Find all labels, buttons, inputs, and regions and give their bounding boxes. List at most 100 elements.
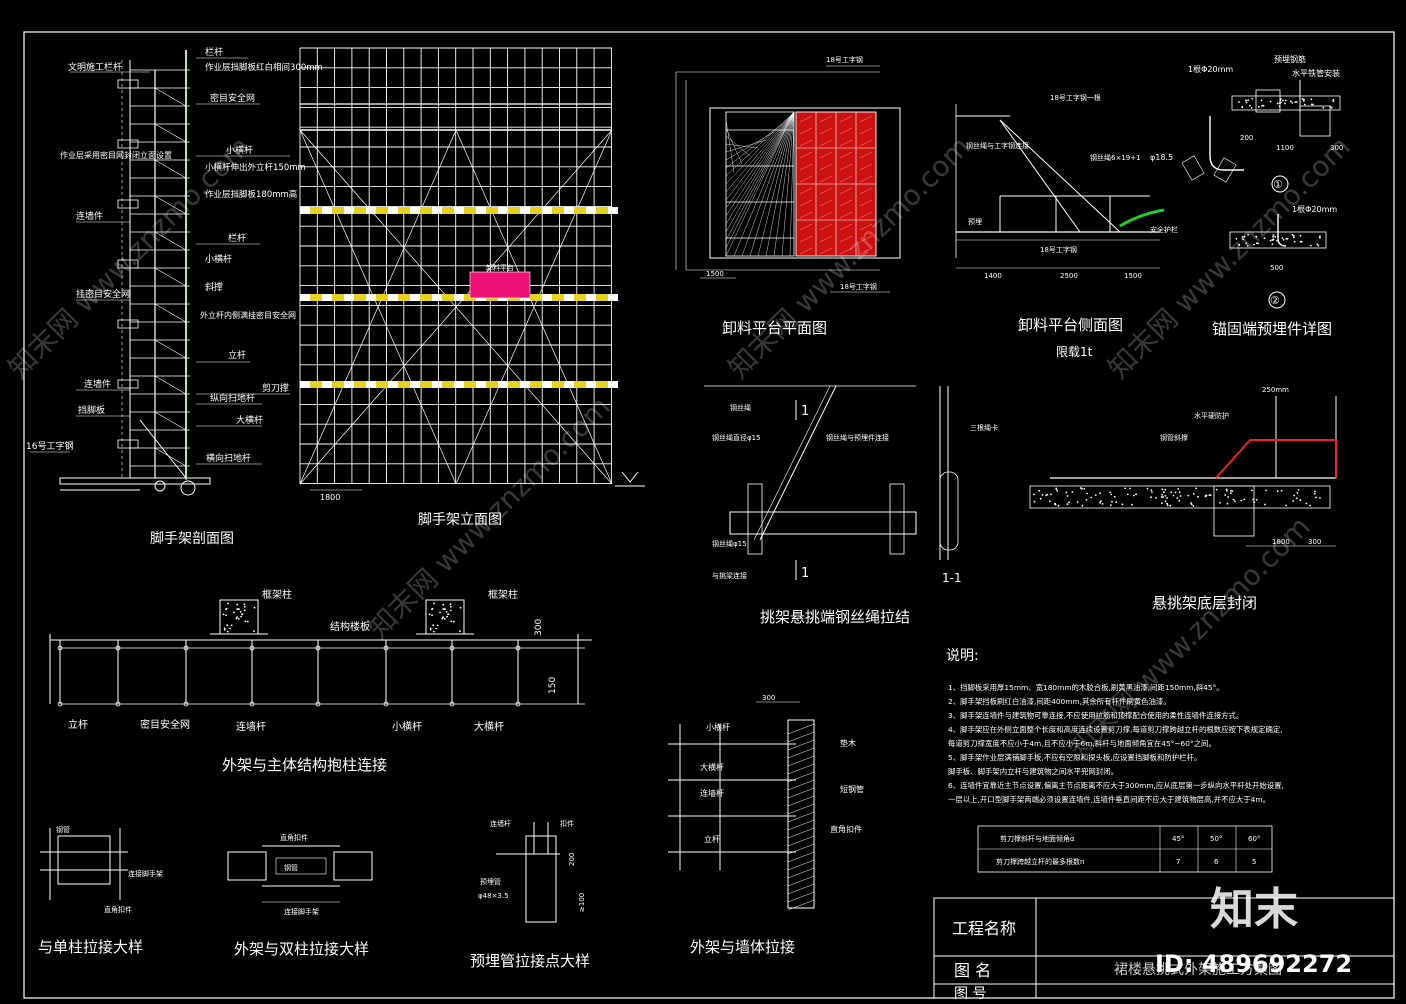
side-label-6: 预埋 (968, 217, 982, 226)
title-anchor: 锚固端预埋件详图 (1212, 320, 1332, 338)
side-label-5: 安全护栏 (1150, 225, 1178, 234)
notes-line: 1、挡脚板采用厚15mm、宽180mm的木胶合板,刷黄黑油漆,间距150mm,斜… (948, 683, 1224, 692)
notes-heading: 说明: (946, 648, 979, 664)
title-double-column: 外架与双柱拉接大样 (234, 940, 369, 958)
title-block-drawing-label: 图 名 (954, 961, 991, 980)
plan-dim-1500: 1500 (706, 270, 724, 278)
label-sweep-bar: 横向扫地杆 (206, 452, 251, 464)
plan-label-top: 18号工字钢 (826, 55, 863, 64)
watermark-4: 知末网 www.znzmo.com (1102, 130, 1357, 385)
notes-table-r1c4: 60° (1248, 835, 1260, 843)
notes-line: 4、脚手架应在外侧立面整个长度和高度连续设置剪刀撑,每道剪刀撑跨越立杆的根数应按… (948, 725, 1283, 734)
notes-line: 2、脚手架挡板刷红白油漆,间距400mm,其余所有杆件刷黄色油漆。 (948, 697, 1171, 706)
title-wall-tie: 外架与墙体拉接 (690, 938, 795, 956)
notes-line: 3、脚手架连墙件与建筑物可靠连接,不应使用拉筋和顶撑配合使用的柔性连墙件连接方式… (948, 711, 1243, 720)
label-handrail-top: 文明施工栏杆 (68, 61, 122, 73)
watermark-brand: 知末 (1210, 884, 1298, 935)
notes-table-r2c4: 5 (1252, 858, 1256, 866)
wire-a2: 钢丝绳直径φ15 (712, 433, 761, 442)
single-c2: 连接脚手架 (128, 869, 163, 878)
side-dim-1: 1400 (984, 272, 1002, 280)
embedded-e5: 200 (568, 853, 576, 866)
embedded-pipe-detail: 连墙杆 扣件 预埋管 φ48×3.5 200 ≥100 预埋管拉接点大样 (470, 819, 590, 970)
label-railing: 栏杆 (205, 46, 223, 58)
wire-a5: 与挑梁连接 (712, 571, 747, 580)
scaffold-section (59, 50, 211, 496)
seal-d1: 1800 (1272, 538, 1290, 546)
col-label-col2: 框架柱 (488, 588, 518, 601)
label-small-bar2: 小横杆 (205, 253, 232, 265)
anchor-d1: 200 (1240, 134, 1253, 142)
title-wire-tie: 挑架悬挑端钢丝绳拉结 (760, 608, 910, 626)
notes-table-r2c3: 6 (1214, 858, 1219, 866)
single-c3: 直角扣件 (104, 905, 132, 914)
notes-block: 说明: 1、挡脚板采用厚15mm、宽180mm的木胶合板,刷黄黑油漆,间距150… (946, 648, 1284, 873)
label-red-white: 作业层挡脚板红白相间300mm (205, 62, 323, 73)
label-work-net: 作业层采用密目网封闭立面设置 (60, 150, 172, 160)
anchor-hook1: 1根Φ20mm (1188, 64, 1233, 74)
column-tie-detail: 框架柱 框架柱 结构楼板 300 150 立杆 密目安全网 连墙杆 小横杆 大横… (49, 588, 592, 774)
label-long-bar: 纵向扫地杆 (210, 392, 255, 404)
label-big-bar: 大横杆 (236, 414, 263, 426)
col-label-upright: 立杆 (68, 718, 88, 731)
label-small-bar: 小横杆 (226, 144, 253, 156)
bottom-seal-detail: 250mm 水平硬防护 钢管斜撑 1800 300 悬挑架底层封闭 (1029, 386, 1337, 612)
anchor-d2: 1100 (1276, 144, 1294, 152)
double-c3: 连接脚手架 (284, 907, 319, 916)
title-block-drawing-name: 裙楼悬挑式外架施工方案图 (1114, 961, 1282, 978)
notes-table-r1c1: 剪刀撑斜杆与地面倾角α (1000, 834, 1075, 843)
wall-w6: 短钢管 (840, 784, 864, 794)
elevation-platform (469, 271, 531, 299)
platform-load-limit: 限载1t (1056, 345, 1093, 359)
label-small-bar-note: 小横杆伸出外立杆150mm (205, 162, 306, 173)
notes-table-r1c3: 50° (1210, 835, 1222, 843)
section-annotations: 文明施工栏杆 栏杆 作业层挡脚板红白相间300mm 密目安全网 小横杆 小横杆伸… (26, 46, 323, 547)
double-column-detail: 直角扣件 钢管 连接脚手架 外架与双柱拉接大样 (227, 833, 373, 958)
label-railing2: 栏杆 (228, 232, 246, 244)
side-dim-3: 1500 (1124, 272, 1142, 280)
embedded-e3: 预埋管 (480, 877, 501, 886)
title-platform-side: 卸料平台侧面图 (1018, 316, 1123, 334)
title-block-project-label: 工程名称 (952, 919, 1016, 938)
title-embedded-pipe: 预埋管拉接点大样 (470, 952, 590, 970)
wall-w1: 小横杆 (706, 722, 730, 732)
label-work-board: 作业层挡脚板180mm高 (205, 189, 297, 200)
notes-line: 一层以上,开口型脚手架两端必须设置连墙件,连墙件垂直间距不应大于建筑物层高,并不… (948, 795, 1270, 804)
double-c2: 钢管 (284, 863, 298, 872)
scaffold-elevation: 卸料平台 1800 脚手架立面图 (299, 47, 645, 528)
anchor-detail: 预埋钢筋 水平铁管安装 1根Φ20mm 200 1100 300 ① 1根Φ20… (1181, 54, 1343, 338)
elevation-dim-1800: 1800 (320, 493, 340, 502)
notes-line: 6、连墙件宜靠近主节点设置,偏离主节点距离不应大于300mm,应从底层第一步纵向… (948, 781, 1284, 790)
anchor-d3: 300 (1330, 144, 1343, 152)
title-block-number-label: 图 号 (954, 986, 986, 1000)
col-label-tie: 连墙杆 (236, 720, 266, 733)
anchor-num-1: ① (1273, 178, 1283, 191)
plan-label-bottom: 18号工字钢 (840, 282, 877, 291)
seal-b2: 水平硬防护 (1194, 411, 1229, 420)
single-column-detail: 钢管 连接脚手架 直角扣件 与单柱拉接大样 (38, 825, 163, 956)
seal-b3: 钢管斜撑 (1160, 433, 1188, 442)
notes-table-r1c2: 45° (1172, 835, 1184, 843)
embedded-e1: 连墙杆 (490, 819, 511, 828)
label-toe-board: 挡脚板 (78, 404, 105, 416)
seal-b1: 250mm (1262, 386, 1289, 394)
single-c1: 钢管 (56, 825, 70, 834)
embedded-e6: ≥100 (578, 893, 586, 912)
col-label-slab: 结构楼板 (330, 620, 370, 633)
anchor-top-note: 预埋钢筋 (1274, 54, 1306, 64)
elevation-platform-label: 卸料平台 (486, 263, 514, 272)
col-label-net: 密目安全网 (140, 718, 190, 731)
embedded-e2: 扣件 (560, 819, 574, 828)
wire-section-label: 1-1 (942, 571, 962, 585)
col-dim-300: 300 (534, 619, 544, 636)
wall-w2: 大横杆 (700, 762, 724, 772)
platform-side: 18号工字钢一根 钢丝绳6×19+1 φ18.5 钢丝绳与工字钢连接 安全护栏 … (955, 93, 1178, 359)
label-upright: 立杆 (228, 349, 246, 361)
wall-w7: 直角扣件 (830, 824, 862, 834)
col-label-col1: 框架柱 (262, 588, 292, 601)
sheet-border (23, 31, 1395, 999)
title-elevation: 脚手架立面图 (418, 512, 502, 528)
notes-table-r2c1: 剪刀撑跨越立杆的最多根数n (996, 857, 1084, 866)
